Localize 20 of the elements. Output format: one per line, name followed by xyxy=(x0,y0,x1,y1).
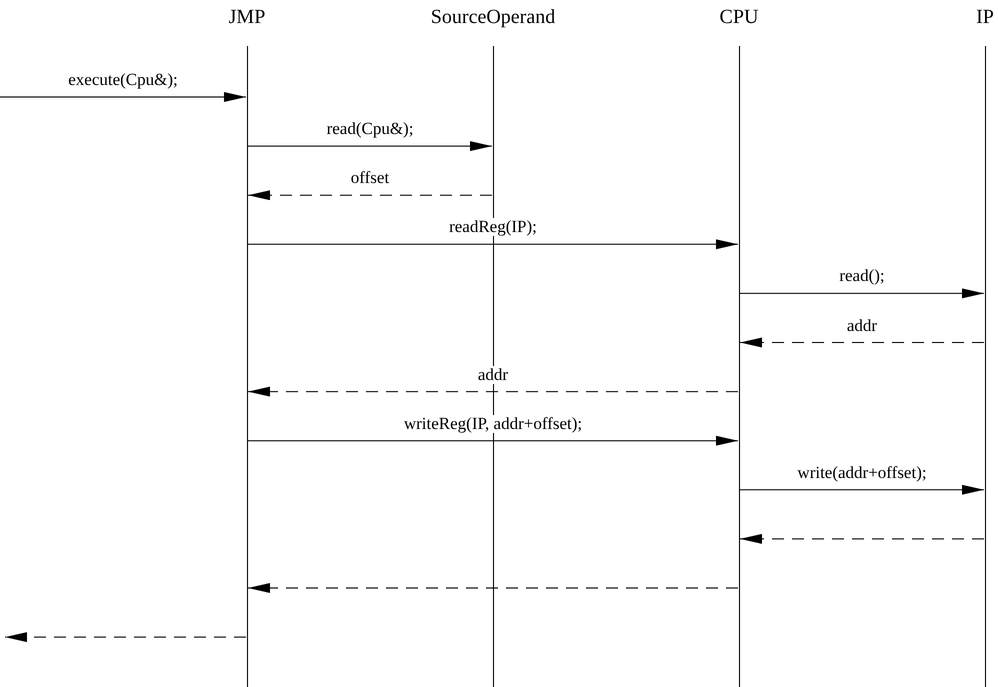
participant-name: JMP xyxy=(228,6,266,29)
return-arrow xyxy=(248,583,738,593)
participant-name: IP xyxy=(976,6,994,29)
return-arrow xyxy=(4,632,246,642)
message-label: readReg(IP); xyxy=(447,218,539,236)
message-arrow xyxy=(0,92,246,102)
message-label: addr xyxy=(844,316,880,334)
return-arrow xyxy=(740,338,984,348)
participant-name: CPU xyxy=(720,6,758,29)
return-arrow xyxy=(740,534,984,544)
return-arrow xyxy=(248,386,738,397)
participant-name: SourceOperand xyxy=(430,6,556,29)
message-label: addr xyxy=(476,366,510,384)
message-arrow xyxy=(740,288,984,298)
message-arrow xyxy=(248,141,492,152)
return-arrow xyxy=(248,190,492,200)
message-arrow xyxy=(248,436,738,446)
message-arrow xyxy=(248,239,738,250)
message-label: read(Cpu&); xyxy=(324,120,416,138)
message-arrow xyxy=(740,484,984,495)
